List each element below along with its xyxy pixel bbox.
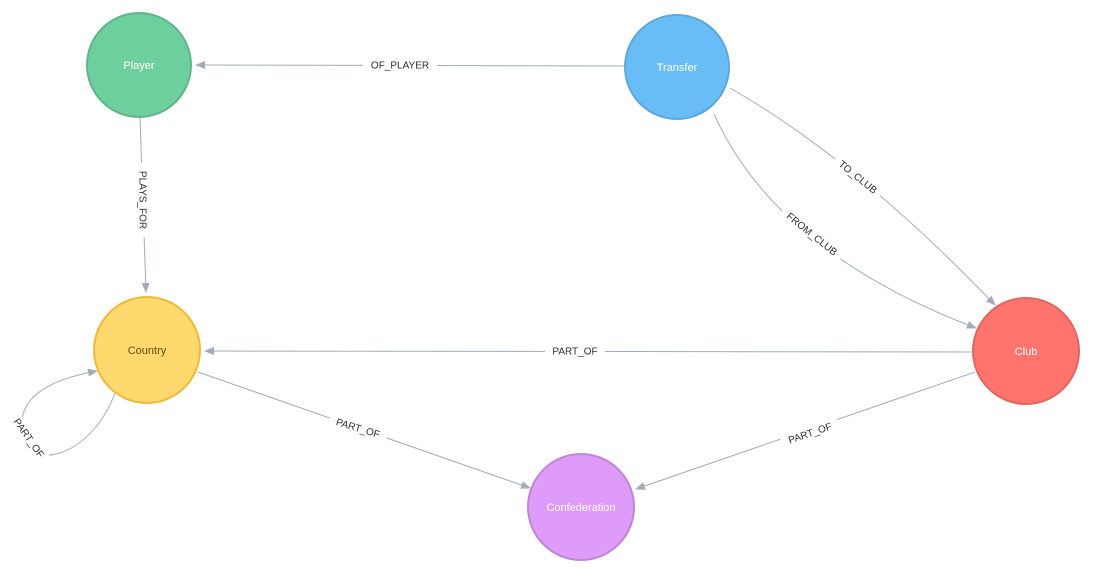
edge-part-of-club-country-label-bg xyxy=(545,344,605,358)
edge-from-club: FROM_CLUB xyxy=(713,113,977,329)
edge-plays-for-label[interactable]: PLAYS_FOR xyxy=(137,171,148,229)
node-club-label: Club xyxy=(1015,346,1038,358)
node-confederation-label: Confederation xyxy=(546,502,615,514)
edge-part-of-country-conf-label-bg xyxy=(327,413,389,443)
edge-from-club-label[interactable]: FROM_CLUB xyxy=(784,211,839,259)
node-country-label: Country xyxy=(128,345,167,357)
node-player: Player xyxy=(86,12,192,118)
edge-plays-for-label-bg xyxy=(136,163,150,237)
edge-part-of-country-self-label-bg xyxy=(6,409,52,467)
edge-part-of-country-conf: PART_OF xyxy=(197,371,531,489)
edge-to-club: TO_CLUB xyxy=(729,87,996,306)
node-country: Country xyxy=(93,296,201,404)
node-player-circle[interactable] xyxy=(86,12,192,118)
node-club-circle[interactable] xyxy=(972,297,1080,405)
node-transfer-label: Transfer xyxy=(657,62,698,74)
edge-to-club-label[interactable]: TO_CLUB xyxy=(836,159,879,197)
edge-part-of-country-self: PART_OF xyxy=(6,368,116,467)
edge-part-of-club-conf-label-bg xyxy=(779,417,841,449)
node-confederation: Confederation xyxy=(527,453,635,561)
edge-part-of-country-self-label[interactable]: PART_OF xyxy=(11,417,46,460)
edge-part-of-club-country: PART_OF xyxy=(204,344,974,358)
edge-of-player-label[interactable]: OF_PLAYER xyxy=(371,61,429,72)
node-country-circle[interactable] xyxy=(93,296,201,404)
node-club: Club xyxy=(972,297,1080,405)
node-transfer-circle[interactable] xyxy=(624,14,730,120)
edge-from-club-label-bg xyxy=(778,205,846,263)
edge-part-of-club-conf-label[interactable]: PART_OF xyxy=(787,421,833,446)
edge-of-player: OF_PLAYER xyxy=(195,58,626,72)
edge-part-of-club-country-label[interactable]: PART_OF xyxy=(552,347,597,358)
node-transfer: Transfer xyxy=(624,14,730,120)
edge-to-club-label-bg xyxy=(831,153,885,201)
node-confederation-circle[interactable] xyxy=(527,453,635,561)
node-player-label: Player xyxy=(123,60,155,72)
edge-part-of-club-conf: PART_OF xyxy=(635,371,976,490)
edge-from-club-line[interactable] xyxy=(713,113,977,329)
edge-of-player-label-bg xyxy=(363,58,437,72)
edge-part-of-country-conf-label[interactable]: PART_OF xyxy=(334,417,380,441)
edge-plays-for: PLAYS_FOR xyxy=(136,116,150,293)
edge-to-club-line[interactable] xyxy=(729,87,996,306)
